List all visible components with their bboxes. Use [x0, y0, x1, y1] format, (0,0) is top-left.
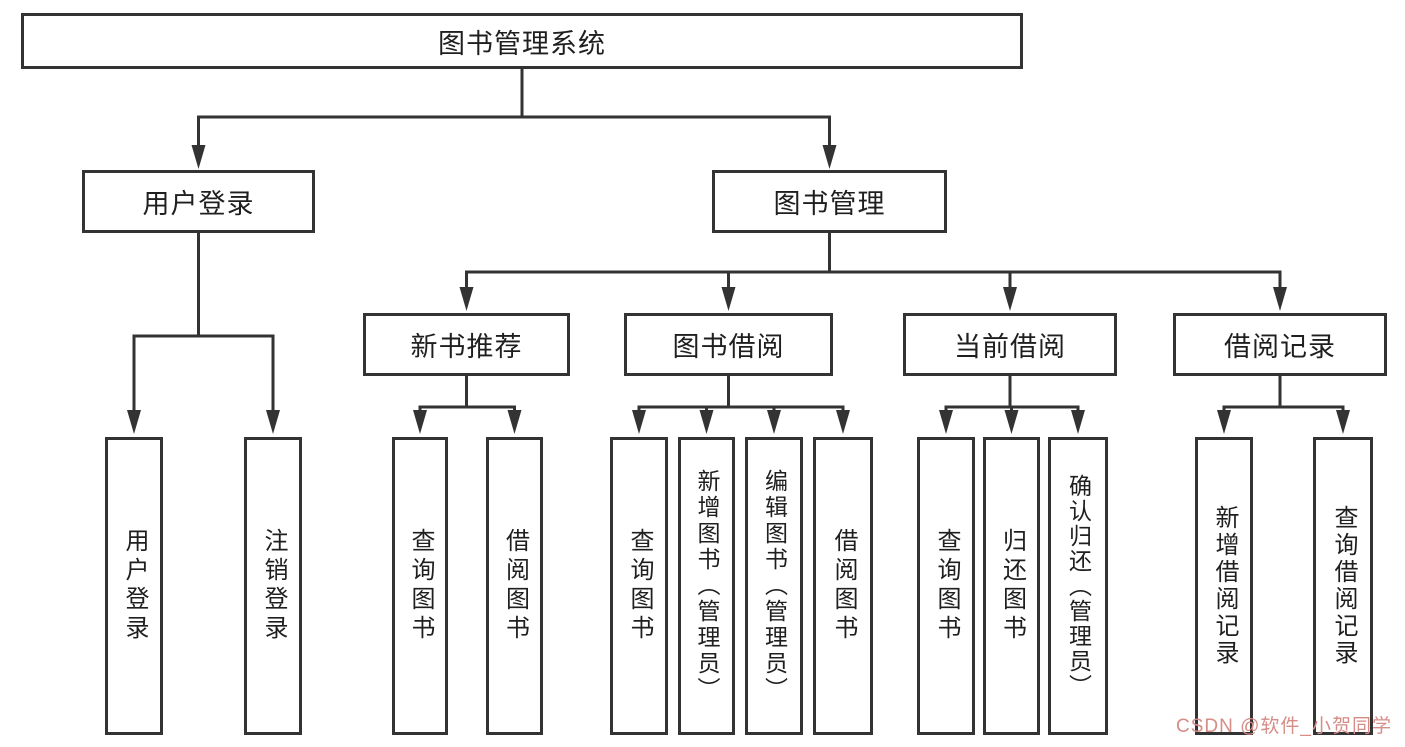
- node-book-management: 图书管理: [712, 170, 947, 233]
- arrowheads: [127, 145, 1350, 434]
- leaf-logout: 注销登录: [244, 437, 302, 735]
- node-user-login: 用户登录: [82, 170, 315, 233]
- leaf-borrow-books-recommend: 借阅图书: [486, 437, 543, 735]
- node-new-book-recommend: 新书推荐: [363, 313, 570, 376]
- leaf-add-book-admin: 新增图书（管理员）: [678, 437, 735, 735]
- leaf-confirm-return-admin: 确认归还（管理员）: [1048, 437, 1108, 735]
- leaf-edit-book-admin: 编辑图书（管理员）: [745, 437, 803, 735]
- leaf-query-books-current: 查询图书: [917, 437, 975, 735]
- leaf-query-borrow-record: 查询借阅记录: [1313, 437, 1373, 735]
- node-current-borrowing: 当前借阅: [903, 313, 1117, 376]
- leaf-return-book: 归还图书: [983, 437, 1040, 735]
- leaf-user-login: 用户登录: [105, 437, 163, 735]
- leaf-query-books-borrowing: 查询图书: [610, 437, 668, 735]
- leaf-add-borrow-record: 新增借阅记录: [1195, 437, 1253, 735]
- leaf-borrow-books-borrowing: 借阅图书: [813, 437, 873, 735]
- leaf-query-books-recommend: 查询图书: [392, 437, 448, 735]
- node-borrowing-records: 借阅记录: [1173, 313, 1387, 376]
- node-book-borrowing: 图书借阅: [624, 313, 833, 376]
- csdn-watermark: CSDN @软件_小贺同学: [1176, 716, 1392, 737]
- node-library-system: 图书管理系统: [21, 13, 1023, 69]
